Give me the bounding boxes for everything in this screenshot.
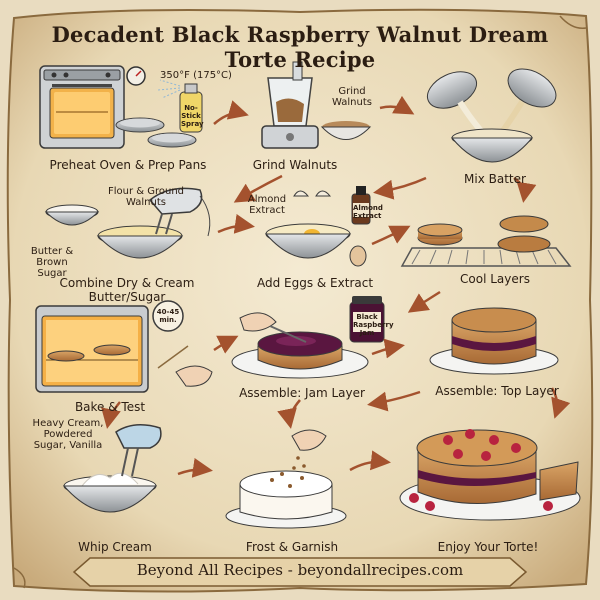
flow-arrow [407,290,441,313]
flow-arrow [233,174,283,203]
grind-walnuts-note: Grind Walnuts [332,86,372,108]
egg-bowl-icon [264,223,352,259]
cream-bowl-icon [62,472,158,513]
flow-arrow [277,399,301,429]
food-processor-icon [261,61,319,149]
step-label-jam-layer: Assemble: Jam Layer [239,386,365,400]
flow-arrow [513,176,537,203]
oven-temp-note: 350°F (175°C) [160,70,232,81]
jam-cake-plate-icon [231,331,369,379]
thermometer-dial-icon [126,66,146,86]
toothpick-hand-icon [157,345,213,387]
egg-icon [349,245,367,267]
spray-can-icon [157,79,203,133]
oven-baking-icon [35,305,149,393]
step-label-mix: Mix Batter [464,172,526,186]
step-label-grind: Grind Walnuts [252,158,338,172]
ground-walnuts-bowl-icon [320,121,372,140]
step-label-preheat: Preheat Oven & Prep Pans [49,158,207,172]
flow-arrow [213,100,249,125]
butter-sugar-note: Butter & Brown Sugar [30,246,74,279]
flow-arrows [101,95,571,478]
step-label-combine: Combine Dry & Cream Butter/Sugar [59,276,195,304]
extract-bottle-label: Almond Extract [353,204,383,220]
oven-icon [39,65,125,149]
timer-icon [152,300,184,332]
flour-walnuts-note: Flour & Ground Walnuts [107,186,185,208]
cracking-egg-icon [293,190,332,197]
frosted-cake-icon [225,470,347,529]
spray-can-label: No-Stick Spray [181,104,204,128]
bake-time-note: 40-45 min. [156,308,180,324]
cream-ingredients-note: Heavy Cream, Powdered Sugar, Vanilla [32,418,104,451]
flow-arrow [371,338,405,359]
flow-arrow [217,213,255,234]
garnish-hand-icon [291,429,327,470]
cake-pans-icon [115,117,197,148]
flour-bowl-icon [44,204,100,226]
step-label-eggs: Add Eggs & Extract [256,276,374,290]
cooling-rack-icon [400,215,572,267]
step-label-frost: Frost & Garnish [245,540,339,554]
almond-extract-note: Almond Extract [247,194,287,216]
flow-arrow [550,387,571,419]
flow-arrow [213,335,239,354]
flow-arrow [177,457,213,478]
footer-credit: Beyond All Recipes - beyondallrecipes.co… [136,561,464,579]
step-label-enjoy: Enjoy Your Torte! [437,540,539,554]
cream-mixer-icon [115,424,162,477]
pouring-bowls-icon [426,68,557,134]
recipe-title: Decadent Black Raspberry Walnut Dream To… [51,22,549,72]
step-label-bake: Bake & Test [74,400,146,414]
flow-arrow [367,390,421,412]
step-label-top-layer: Assemble: Top Layer [435,384,559,398]
jam-jar-label: Black Raspberry Jam [353,313,394,337]
spreading-hand-icon [239,312,307,343]
finished-torte-icon [399,429,581,521]
flow-arrow [371,225,411,246]
hand-mixer-icon [148,187,211,237]
mixing-bowl-icon [450,128,534,163]
extract-bottle-icon [351,186,371,225]
flow-arrow [349,450,391,472]
footer-ribbon [72,557,528,587]
jam-jar-icon [349,296,385,343]
step-label-cool: Cool Layers [460,272,530,286]
step-label-whip: Whip Cream [78,540,152,554]
layered-cake-plate-icon [429,307,559,375]
butter-sugar-bowl-icon [96,225,184,259]
flow-arrow [101,401,121,429]
flow-arrow [379,95,415,115]
flow-arrow [373,176,427,200]
